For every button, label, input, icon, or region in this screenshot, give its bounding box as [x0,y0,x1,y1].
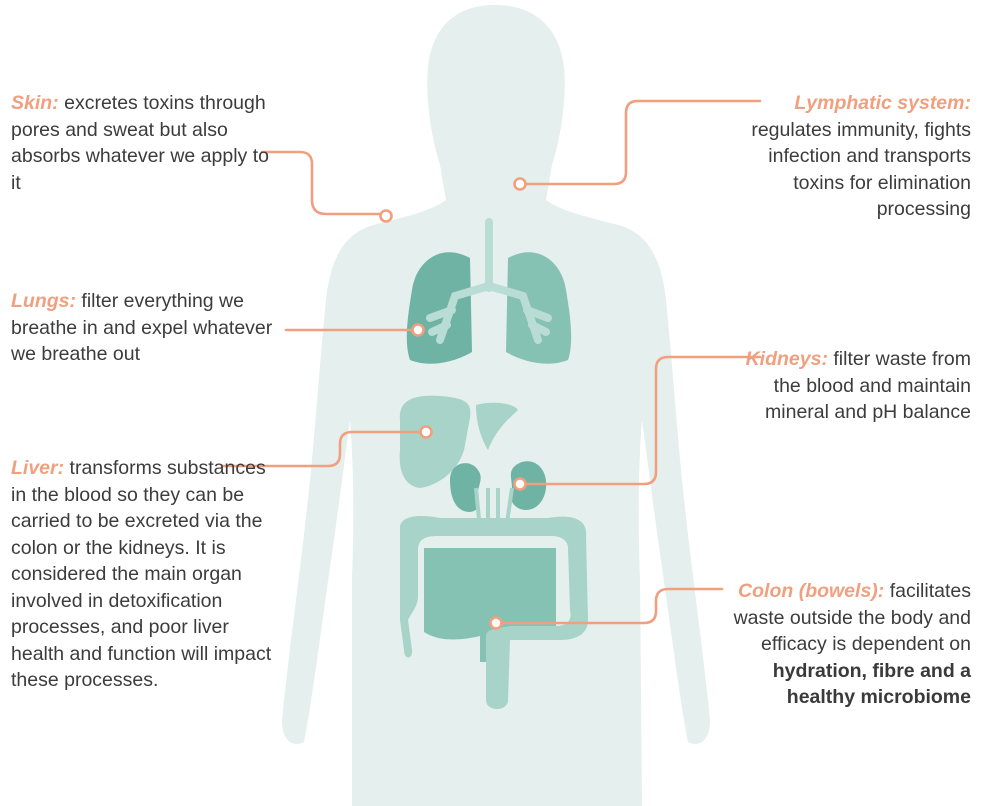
label-liver-text: transforms substances in the blood so th… [11,457,271,691]
label-liver-title: Liver: [11,457,64,479]
callout-dot-lymphatic [515,179,526,190]
callout-dot-kidneys [515,479,526,490]
label-colon: Colon (bowels): facilitates waste outsid… [712,578,971,711]
label-kidneys-title: Kidneys: [746,348,828,370]
label-lymphatic: Lymphatic system: regulates immunity, fi… [735,90,971,223]
label-skin-title: Skin: [11,92,59,114]
label-colon-bold: hydration, fibre and a healthy microbiom… [773,660,971,709]
callout-dot-lungs [413,325,424,336]
label-lungs: Lungs: filter everything we breathe in a… [11,288,276,368]
label-lungs-title: Lungs: [11,290,76,312]
callout-dot-skin [381,211,392,222]
callout-line-skin [262,152,380,214]
callout-dot-colon [491,618,502,629]
callout-dot-liver [421,427,432,438]
label-kidneys: Kidneys: filter waste from the blood and… [715,346,971,426]
label-lymphatic-title: Lymphatic system: [794,92,971,114]
label-skin: Skin: excretes toxins through pores and … [11,90,276,196]
label-liver: Liver: transforms substances in the bloo… [11,455,273,694]
label-lymphatic-text: regulates immunity, fights infection and… [751,119,971,221]
label-colon-title: Colon (bowels): [738,580,884,602]
